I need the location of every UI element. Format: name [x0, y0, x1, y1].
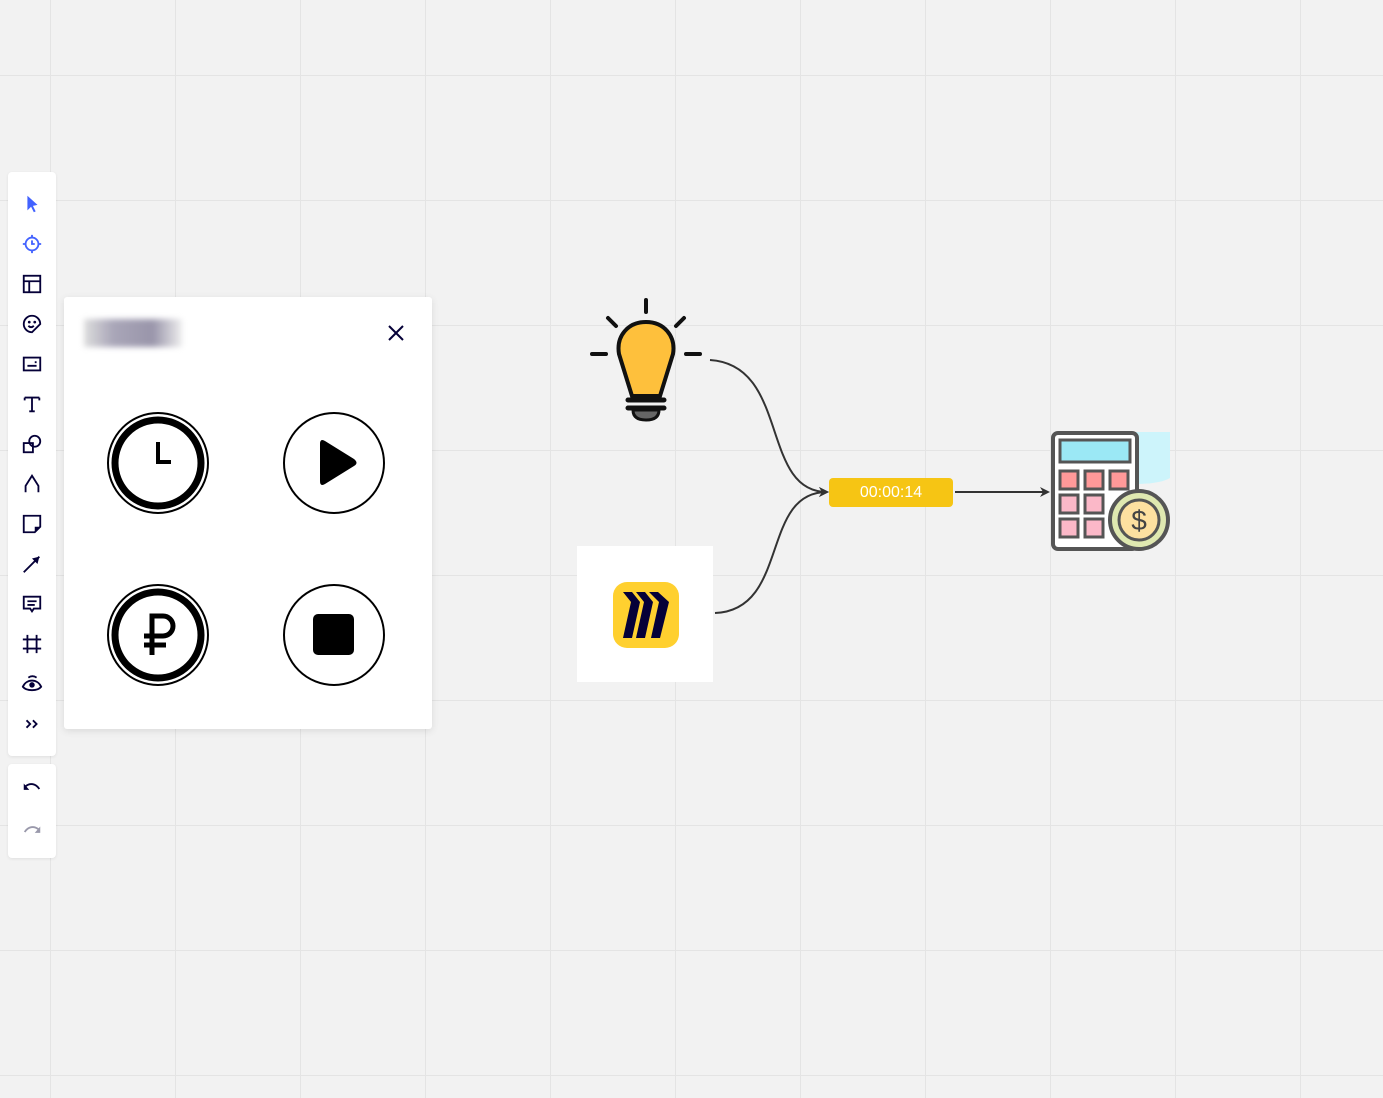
miro-logo-icon [613, 582, 679, 648]
connector-bulb-to-timer[interactable] [709, 359, 829, 497]
pen-icon [24, 474, 40, 493]
comment-tool[interactable] [20, 592, 44, 616]
panel-title-redacted [84, 319, 182, 347]
clock-button[interactable] [106, 411, 210, 515]
sticker-tool[interactable] [20, 312, 44, 336]
arrow-icon [23, 556, 40, 573]
pen-tool[interactable] [20, 472, 44, 496]
frame-icon [22, 634, 42, 654]
select-tool[interactable] [20, 192, 44, 216]
cursor-icon [27, 195, 38, 213]
timer-label[interactable]: 00:00:14 [829, 478, 953, 507]
card-tool[interactable] [20, 352, 44, 376]
connector-miro-to-timer[interactable] [714, 487, 829, 614]
history-toolbar [8, 764, 56, 858]
play-button[interactable] [282, 411, 386, 515]
sticky-note-tool[interactable] [20, 512, 44, 536]
calculator-dollar-icon[interactable]: $ [1050, 430, 1174, 554]
sticky-note-icon [22, 514, 42, 534]
svg-text:$: $ [1131, 505, 1147, 536]
timer-tool[interactable] [20, 232, 44, 256]
lightbulb-icon[interactable] [588, 296, 704, 426]
sticker-icon [22, 314, 42, 334]
timer-app-panel [64, 297, 432, 729]
redo-button[interactable] [20, 820, 44, 844]
text-tool[interactable] [20, 392, 44, 416]
target-icon [22, 234, 42, 254]
connection-line-tool[interactable] [20, 552, 44, 576]
layout-icon [22, 274, 42, 294]
card-icon [22, 356, 42, 372]
shapes-tool[interactable] [20, 432, 44, 456]
ruble-button[interactable] [106, 583, 210, 687]
undo-button[interactable] [20, 777, 44, 801]
redo-icon [23, 826, 41, 833]
frame-tool[interactable] [20, 632, 44, 656]
templates-tool[interactable] [20, 272, 44, 296]
double-chevron-right-icon [25, 719, 38, 729]
close-icon[interactable] [384, 321, 408, 345]
comment-icon [22, 595, 42, 613]
eye-app-icon [21, 675, 43, 692]
undo-icon [23, 783, 41, 790]
more-tools-button[interactable] [20, 712, 44, 736]
shapes-icon [22, 434, 42, 454]
text-icon [23, 396, 41, 413]
left-toolbar [8, 172, 56, 756]
apps-tool[interactable] [20, 672, 44, 696]
miro-logo-card[interactable] [577, 546, 713, 682]
stop-button[interactable] [282, 583, 386, 687]
